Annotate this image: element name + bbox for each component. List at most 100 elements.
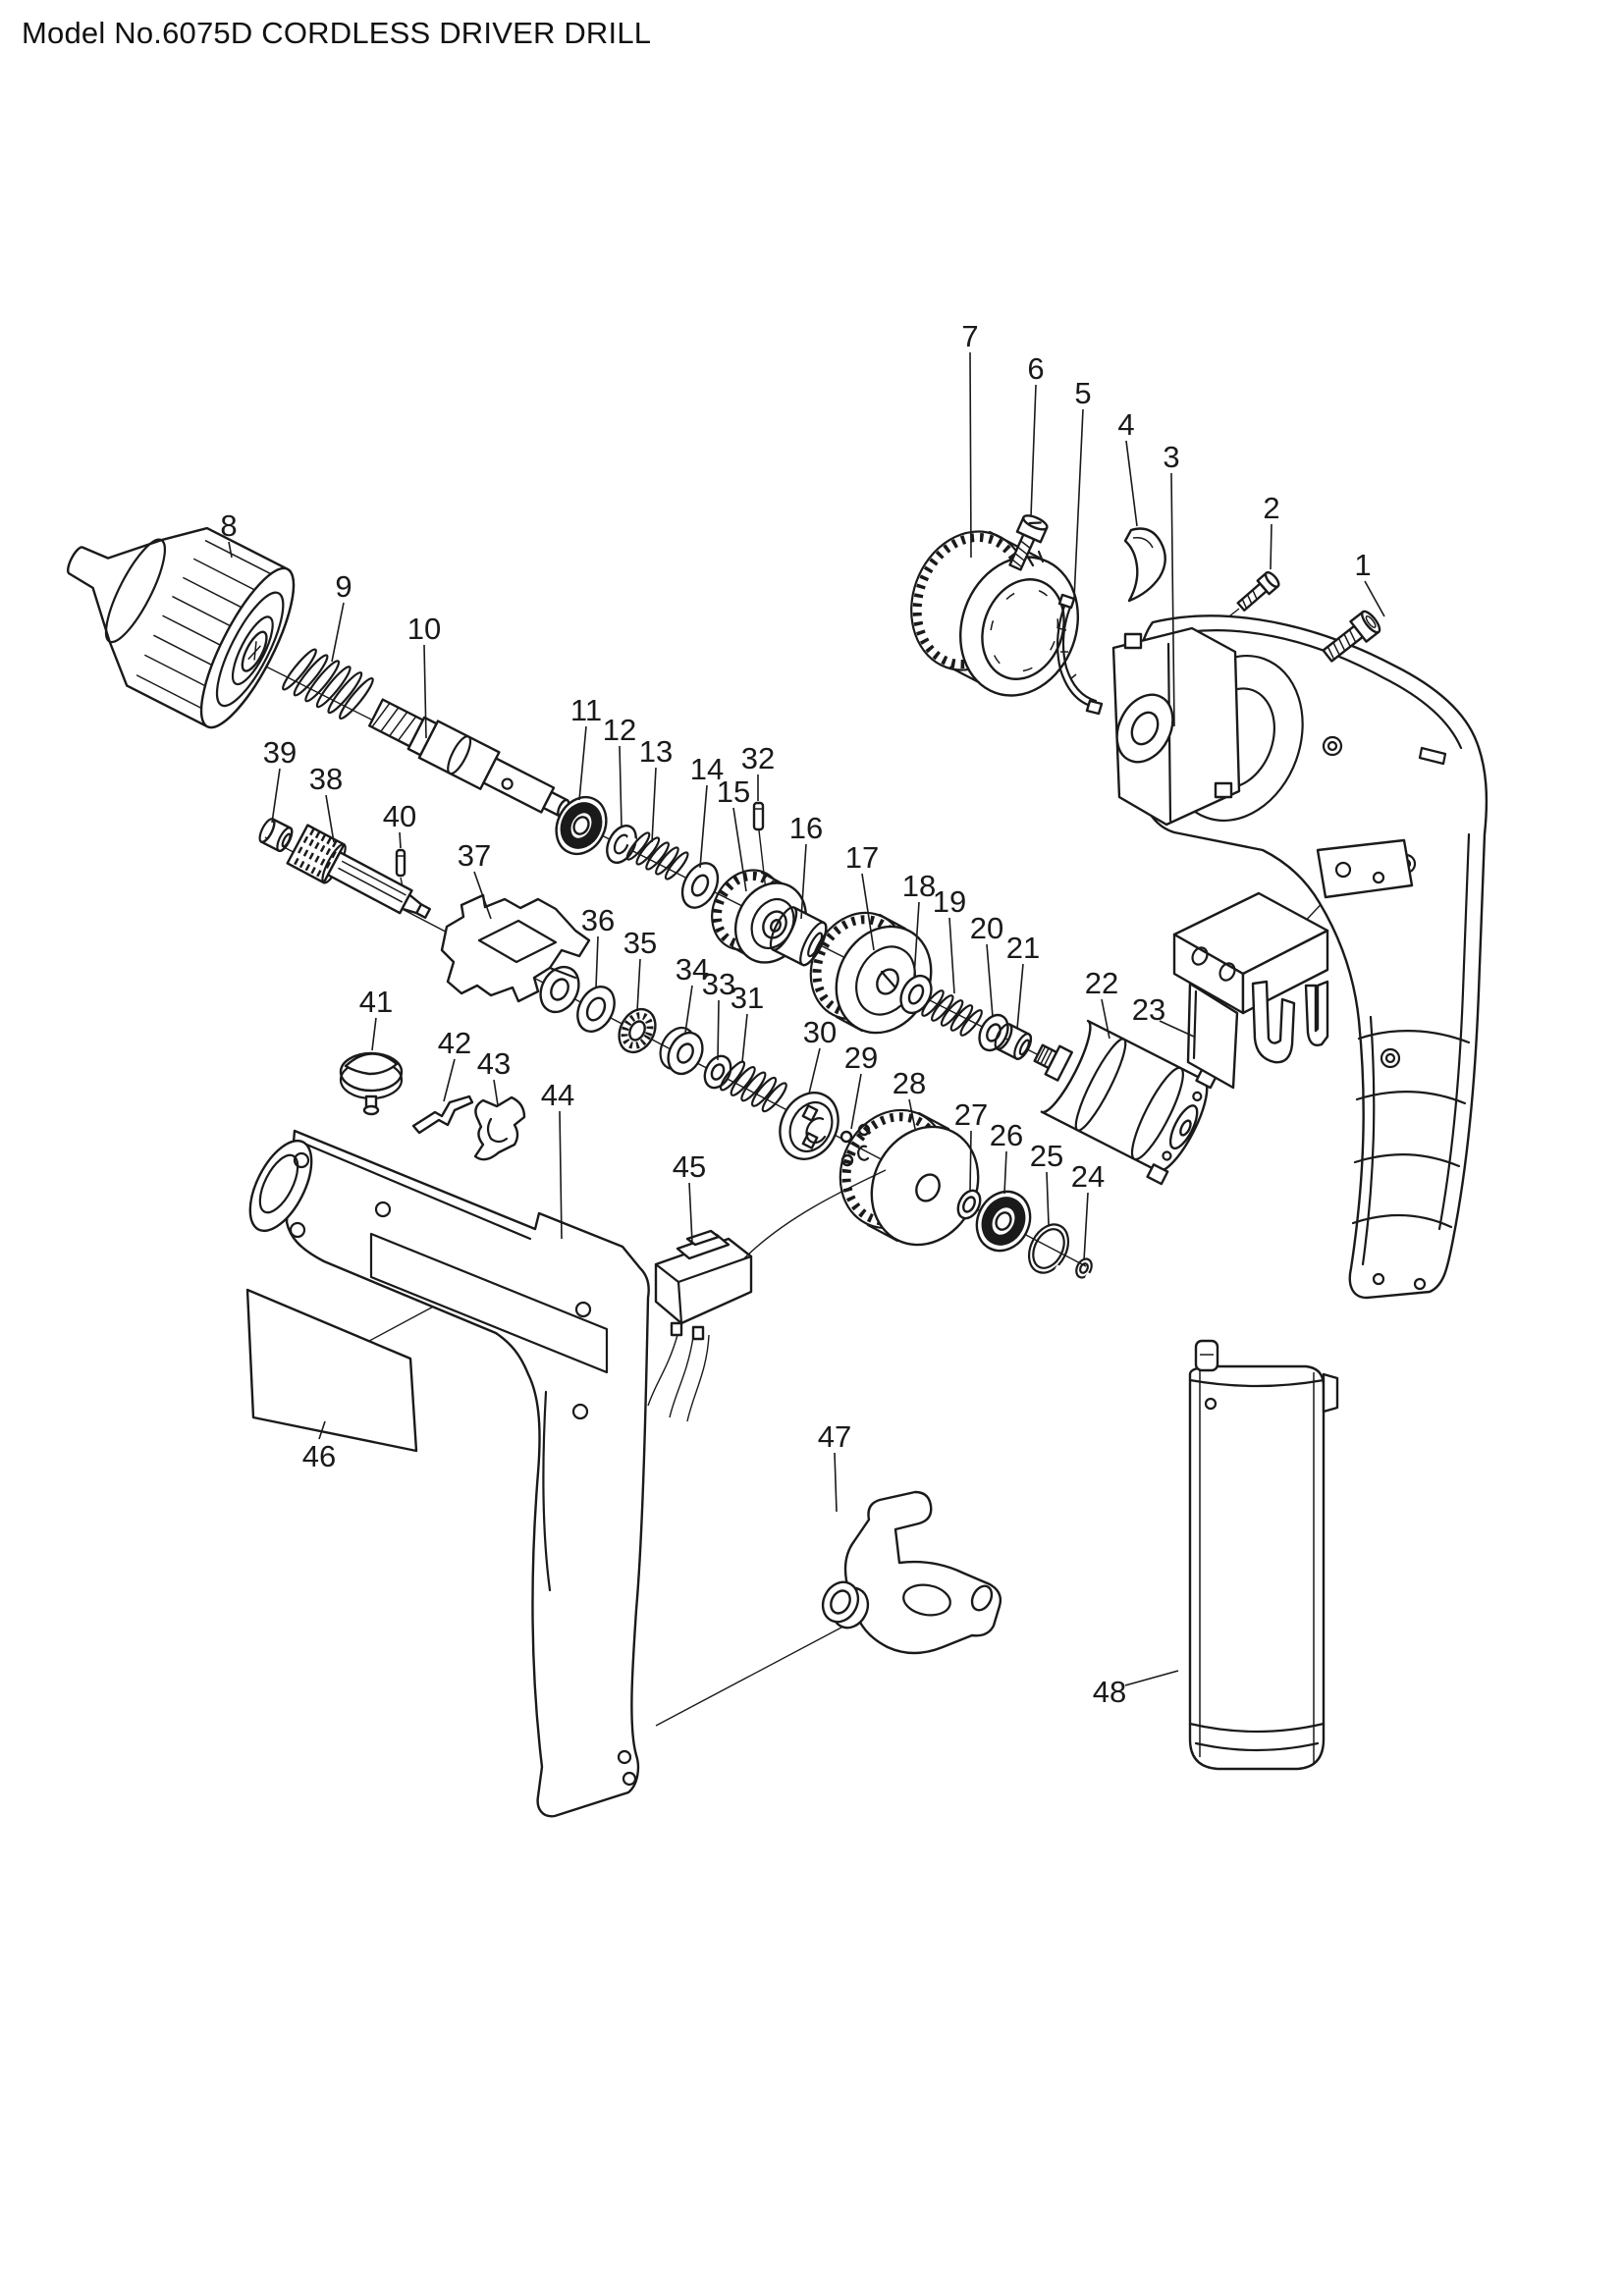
part-3-housing-right (1111, 614, 1489, 1300)
part-24-ring (1075, 1257, 1094, 1281)
part-21-spacer (994, 1023, 1033, 1060)
part-leader-42 (443, 1058, 456, 1102)
part-37-carrier (440, 893, 591, 1014)
part-28-spur-gear (839, 1108, 980, 1247)
part-leader-4 (1125, 440, 1138, 527)
part-13-spring (625, 831, 689, 881)
part-leader-20 (986, 943, 994, 1018)
part-label-33: 33 (702, 967, 735, 1001)
part-labels: 1234567891011121314151617181920212223242… (220, 319, 1385, 1709)
part-38-input-shaft (286, 824, 431, 920)
part-label-13: 13 (639, 734, 673, 769)
part-leader-6 (1030, 384, 1037, 517)
part-label-29: 29 (844, 1041, 878, 1075)
part-41-clutch-cam (339, 1051, 404, 1116)
part-1-bolt (1322, 610, 1381, 663)
page-title: Model No.6075D CORDLESS DRIVER DRILL (22, 16, 652, 50)
part-leader-15 (732, 807, 747, 892)
part-label-46: 46 (302, 1439, 336, 1473)
part-label-31: 31 (731, 981, 764, 1015)
part-leader-18 (913, 901, 920, 979)
part-label-43: 43 (477, 1046, 511, 1081)
part-label-24: 24 (1071, 1159, 1105, 1194)
part-label-5: 5 (1074, 376, 1091, 410)
part-label-47: 47 (818, 1419, 851, 1454)
part-label-37: 37 (458, 838, 491, 873)
part-label-3: 3 (1163, 440, 1179, 474)
part-label-44: 44 (541, 1078, 574, 1112)
part-30-clutch-plate (779, 1092, 839, 1160)
part-label-40: 40 (383, 799, 416, 833)
part-14-washer (680, 862, 720, 909)
part-leader-14 (699, 784, 708, 869)
part-26-ball-bearing (975, 1190, 1032, 1253)
part-label-38: 38 (309, 762, 343, 796)
part-27-washer (956, 1189, 982, 1220)
part-label-2: 2 (1263, 491, 1279, 525)
part-leader-23 (1159, 1020, 1195, 1038)
part-label-4: 4 (1117, 407, 1134, 442)
part-leader-12 (619, 745, 623, 828)
part-leader-8 (228, 541, 233, 559)
part-label-32: 32 (741, 741, 775, 775)
part-40-pin (395, 848, 406, 878)
part-label-25: 25 (1030, 1139, 1063, 1173)
part-leader-16 (800, 843, 807, 920)
part-39-bushing (258, 818, 294, 853)
part-2-screw (1236, 570, 1280, 612)
part-34-flanged-washer (659, 1026, 704, 1076)
part-leader-29 (850, 1073, 862, 1130)
part-label-41: 41 (359, 985, 393, 1019)
part-8-chuck (67, 526, 296, 729)
part-label-10: 10 (407, 612, 441, 646)
part-leader-10 (423, 644, 427, 739)
part-label-22: 22 (1085, 966, 1118, 1000)
part-leader-48 (1124, 1670, 1179, 1686)
part-leader-39 (271, 768, 281, 824)
part-leader-11 (578, 725, 587, 801)
part-label-7: 7 (961, 319, 978, 353)
part-label-42: 42 (438, 1026, 471, 1060)
part-leader-47 (834, 1452, 838, 1513)
part-label-12: 12 (603, 713, 636, 747)
part-label-48: 48 (1093, 1675, 1126, 1709)
part-leader-38 (325, 794, 335, 843)
part-43-clip (473, 1095, 526, 1161)
part-leader-26 (1003, 1150, 1007, 1195)
part-label-26: 26 (990, 1118, 1023, 1152)
part-leader-13 (651, 767, 657, 843)
part-label-9: 9 (335, 569, 352, 604)
part-leader-7 (969, 351, 972, 559)
part-12-e-ring (606, 825, 637, 864)
part-leader-30 (808, 1047, 821, 1095)
part-leader-28 (908, 1098, 916, 1130)
part-18-washer (899, 974, 933, 1015)
part-leader-1 (1364, 580, 1385, 617)
part-label-45: 45 (673, 1149, 706, 1184)
part-11-ball-bearing (555, 795, 608, 856)
part-46-nameplate (245, 1288, 418, 1453)
part-25-retaining-ring (1027, 1223, 1070, 1278)
part-44-housing-left (248, 1129, 650, 1818)
part-6-screw (1008, 514, 1049, 571)
part-leader-37 (473, 871, 492, 920)
part-label-35: 35 (623, 926, 657, 960)
part-leader-17 (861, 873, 875, 951)
part-leader-21 (1016, 963, 1024, 1030)
part-45-switch (647, 1169, 887, 1422)
part-leader-43 (493, 1079, 499, 1106)
part-48-battery (1188, 1339, 1339, 1771)
part-label-1: 1 (1354, 548, 1371, 582)
part-35-thrust-bearing (618, 1007, 657, 1054)
part-leader-45 (688, 1182, 693, 1244)
part-7-adjust-ring (910, 530, 1080, 697)
part-label-34: 34 (676, 952, 709, 987)
part-20-washer (978, 1013, 1009, 1052)
part-label-27: 27 (954, 1097, 988, 1132)
part-31-spring (719, 1060, 787, 1113)
part-leader-3 (1170, 472, 1175, 727)
part-label-36: 36 (581, 903, 615, 937)
part-leader-9 (331, 602, 345, 663)
part-label-17: 17 (845, 840, 879, 875)
